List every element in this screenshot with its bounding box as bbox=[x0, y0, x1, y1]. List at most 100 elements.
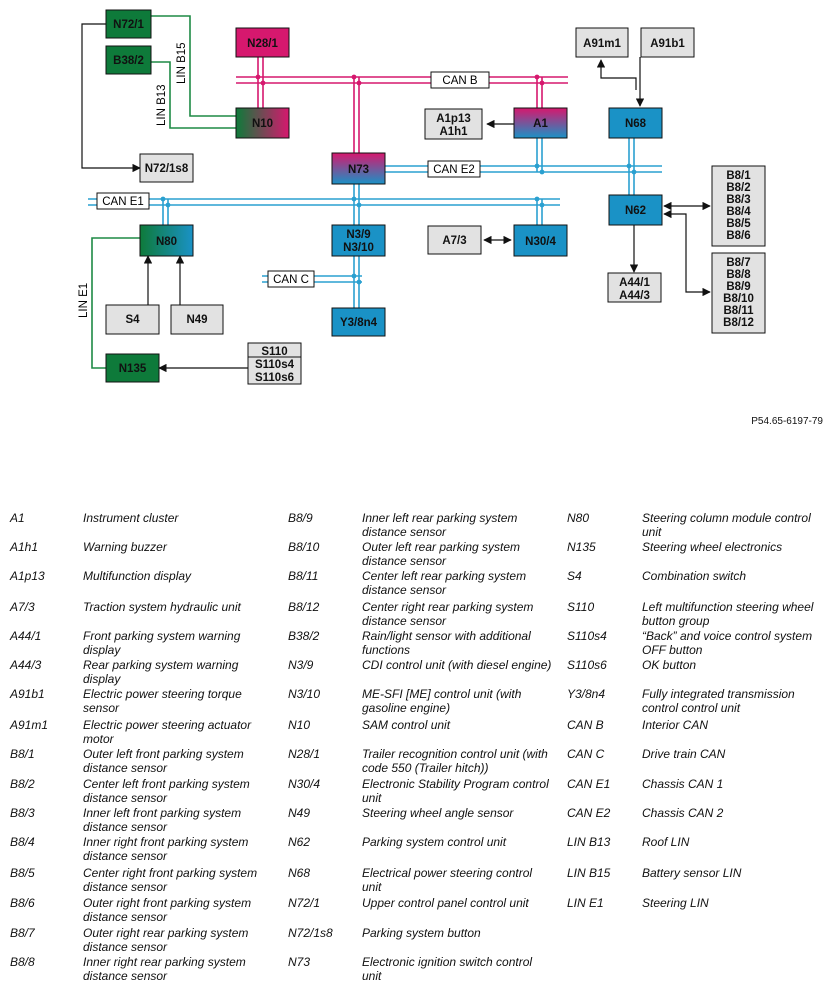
svg-text:B8/5: B8/5 bbox=[726, 218, 751, 230]
legend-description: Fully integrated transmission control co… bbox=[642, 687, 795, 715]
svg-text:N72/1s8: N72/1s8 bbox=[145, 163, 189, 175]
svg-text:A91m1: A91m1 bbox=[583, 38, 621, 50]
legend-code: N10 bbox=[288, 718, 311, 732]
node-a91m1: A91m1 bbox=[575, 27, 629, 58]
legend-description: SAM control unit bbox=[362, 718, 451, 732]
legend-code: B8/11 bbox=[288, 569, 319, 583]
legend-code: B8/7 bbox=[10, 926, 35, 940]
legend-description: Steering LIN bbox=[642, 896, 709, 910]
legend-description: Combination switch bbox=[642, 569, 747, 583]
legend-description: Traction system hydraulic unit bbox=[83, 600, 241, 614]
svg-text:S110s6: S110s6 bbox=[255, 372, 294, 384]
legend-code: N49 bbox=[288, 806, 311, 820]
node-n73: N73 bbox=[331, 152, 386, 185]
svg-text:B8/3: B8/3 bbox=[726, 194, 750, 206]
svg-text:B8/9: B8/9 bbox=[726, 281, 750, 293]
node-n68: N68 bbox=[608, 107, 663, 139]
node-n62: N62 bbox=[608, 194, 663, 226]
svg-text:A44/1: A44/1 bbox=[619, 277, 650, 289]
legend-code: N30/4 bbox=[288, 777, 321, 791]
legend-code: B8/8 bbox=[10, 955, 35, 969]
legend-code: CAN E1 bbox=[567, 777, 611, 791]
svg-text:N30/4: N30/4 bbox=[525, 236, 556, 248]
svg-text:N135: N135 bbox=[119, 363, 147, 375]
legend-description: “Back” and voice control system OFF butt… bbox=[642, 629, 813, 657]
svg-text:A1: A1 bbox=[533, 118, 548, 130]
legend-description: Rain/light sensor with additional functi… bbox=[362, 629, 531, 657]
legend-description: Electric power steering actuator motor bbox=[83, 718, 252, 746]
node-b38-2: B38/2 bbox=[105, 45, 152, 75]
can-e1-label: CAN E1 bbox=[96, 192, 150, 210]
legend-description: Chassis CAN 2 bbox=[642, 806, 724, 820]
legend-code: CAN B bbox=[567, 718, 604, 732]
legend-code: S110s4 bbox=[567, 629, 607, 643]
legend-code: CAN C bbox=[567, 747, 605, 761]
svg-text:A91b1: A91b1 bbox=[650, 38, 685, 50]
svg-text:N73: N73 bbox=[348, 164, 369, 176]
legend-code: B8/5 bbox=[10, 866, 35, 880]
legend-description: Outer right rear parking system distance… bbox=[83, 926, 249, 954]
legend-description: Inner right front parking system distanc… bbox=[83, 835, 249, 863]
svg-text:B38/2: B38/2 bbox=[113, 55, 144, 67]
legend-code: N72/1s8 bbox=[288, 926, 333, 940]
legend-description: Electric power steering torque sensor bbox=[83, 687, 242, 715]
svg-text:B8/4: B8/4 bbox=[726, 206, 751, 218]
legend-code: Y3/8n4 bbox=[567, 687, 606, 701]
legend-code: N80 bbox=[567, 511, 590, 525]
svg-text:B8/12: B8/12 bbox=[723, 317, 754, 329]
svg-text:CAN C: CAN C bbox=[273, 274, 309, 286]
svg-text:N28/1: N28/1 bbox=[247, 38, 278, 50]
legend-description: Steering wheel electronics bbox=[642, 540, 783, 554]
legend-code: B8/1 bbox=[10, 747, 35, 761]
svg-text:S110s4: S110s4 bbox=[255, 359, 295, 371]
legend-code: N62 bbox=[288, 835, 311, 849]
svg-text:CAN E2: CAN E2 bbox=[433, 164, 475, 176]
svg-text:N62: N62 bbox=[625, 205, 646, 217]
svg-text:B8/6: B8/6 bbox=[726, 230, 750, 242]
legend-code: A7/3 bbox=[10, 600, 35, 614]
legend-description: Center right rear parking system distanc… bbox=[362, 600, 534, 628]
legend-description: Left multifunction steering wheel button… bbox=[642, 600, 814, 628]
legend-description: Center right front parking system distan… bbox=[83, 866, 258, 894]
svg-text:CAN B: CAN B bbox=[442, 75, 477, 87]
legend-code: S4 bbox=[567, 569, 582, 583]
svg-text:N49: N49 bbox=[186, 314, 207, 326]
node-a44-group: A44/1 A44/3 bbox=[607, 272, 662, 303]
legend-description: Steering column module control unit bbox=[642, 511, 811, 539]
node-y3-8n4: Y3/8n4 bbox=[331, 307, 386, 337]
svg-text:A1p13: A1p13 bbox=[436, 113, 471, 125]
legend-description: Inner right rear parking system distance… bbox=[83, 955, 246, 983]
legend-description: Outer right front parking system distanc… bbox=[83, 896, 252, 924]
lin-b15-line bbox=[151, 15, 236, 117]
n72-1-to-n72-1s8 bbox=[81, 23, 141, 173]
legend-code: A1h1 bbox=[10, 540, 39, 554]
legend-code: B8/12 bbox=[288, 600, 320, 614]
legend-description: Parking system control unit bbox=[362, 835, 507, 849]
legend-code: A44/1 bbox=[10, 629, 42, 643]
legend-description: Center left front parking system distanc… bbox=[83, 777, 250, 805]
svg-text:N80: N80 bbox=[156, 236, 177, 248]
node-b8-front-group: B8/1 B8/2 B8/3 B8/4 B8/5 B8/6 bbox=[711, 165, 766, 247]
legend-code: LIN B15 bbox=[567, 866, 611, 880]
legend-code: S110 bbox=[567, 600, 595, 614]
legend-code: B8/3 bbox=[10, 806, 35, 820]
legend-description: Outer left rear parking system distance … bbox=[362, 540, 521, 568]
lin-e1-line bbox=[91, 237, 140, 369]
node-n49: N49 bbox=[170, 304, 224, 335]
legend-description: Center left rear parking system distance… bbox=[362, 569, 527, 597]
legend-description: Instrument cluster bbox=[83, 511, 179, 525]
legend-description: Inner left front parking system distance… bbox=[83, 806, 242, 834]
svg-text:S110: S110 bbox=[261, 346, 287, 358]
legend-description: Parking system button bbox=[362, 926, 481, 940]
legend-description: Multifunction display bbox=[83, 569, 192, 583]
legend-code: N3/10 bbox=[288, 687, 321, 701]
legend-description: Outer left front parking system distance… bbox=[83, 747, 244, 775]
legend-code: S110s6 bbox=[567, 658, 607, 672]
svg-text:B8/1: B8/1 bbox=[726, 170, 751, 182]
legend-code: A91b1 bbox=[10, 687, 45, 701]
legend-code: N28/1 bbox=[288, 747, 321, 761]
legend-code: B8/6 bbox=[10, 896, 35, 910]
legend-code: N73 bbox=[288, 955, 311, 969]
node-n10: N10 bbox=[235, 107, 290, 139]
legend-description: ME-SFI [ME] control unit (with gasoline … bbox=[362, 687, 522, 715]
